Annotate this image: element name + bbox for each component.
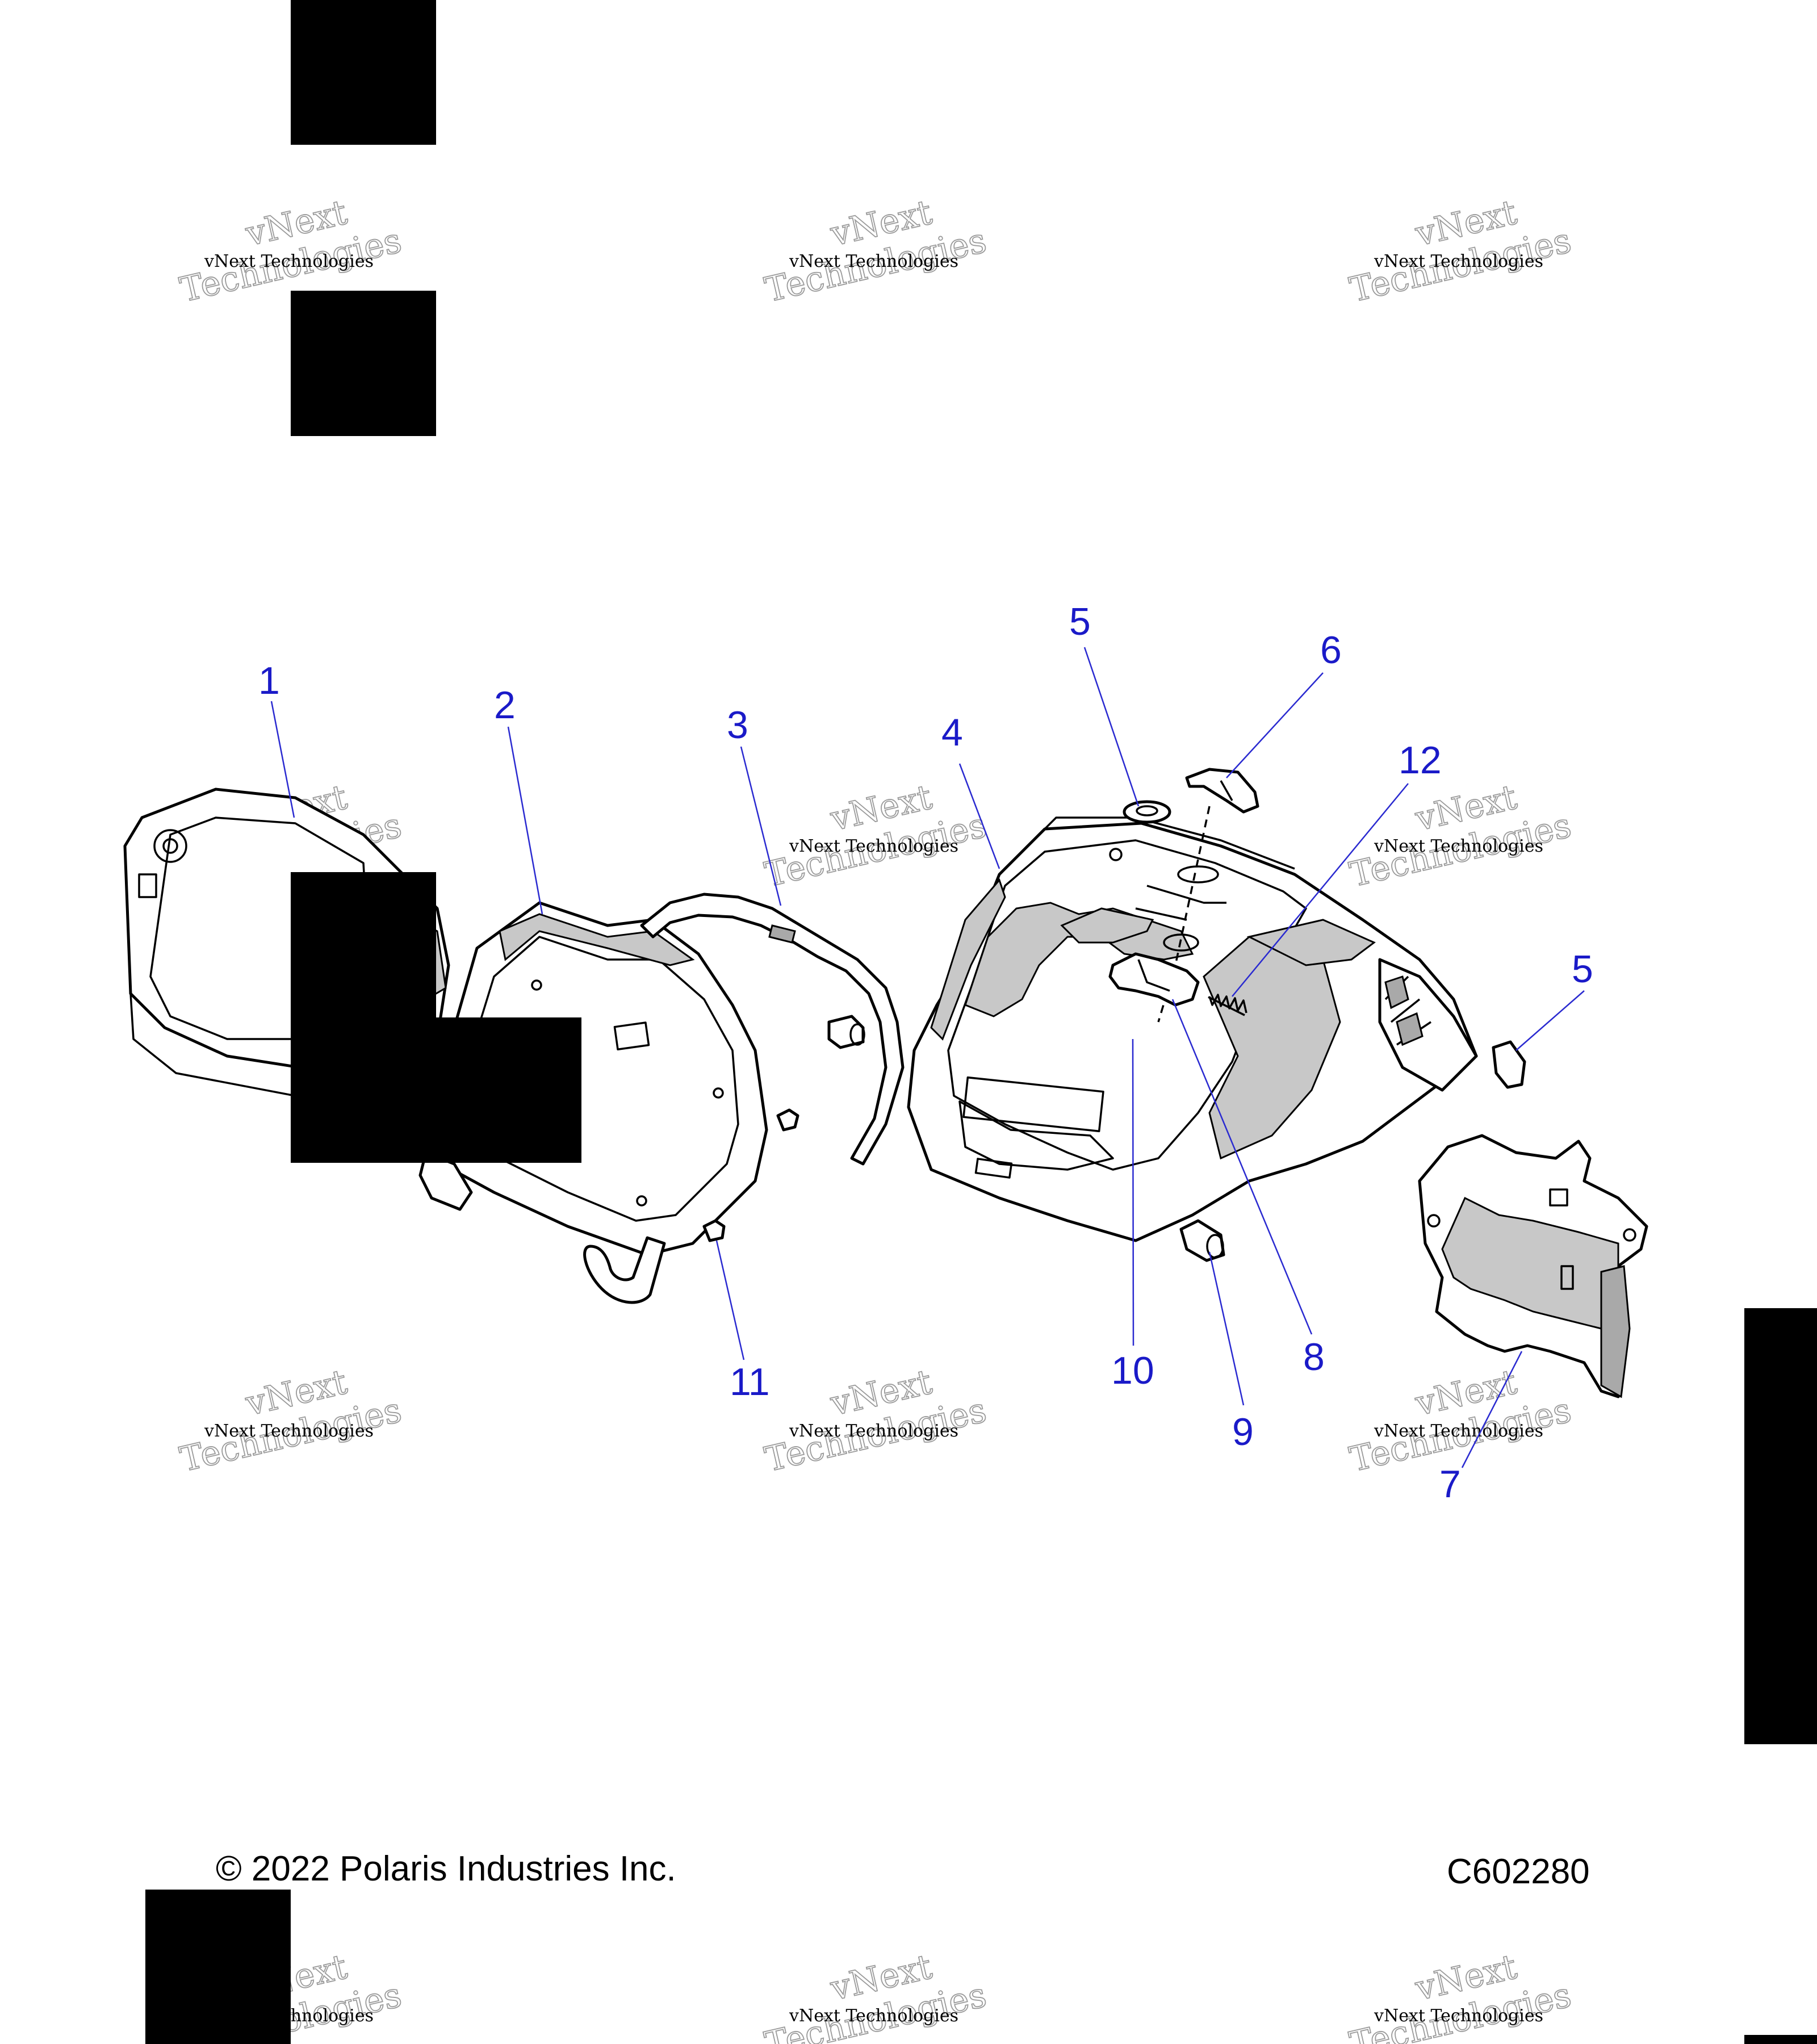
watermark-small: vNext Technologies: [1374, 836, 1543, 856]
callout-3: 3: [727, 703, 748, 747]
part-4-housing: [907, 816, 1478, 1242]
callout-12: 12: [1399, 739, 1442, 782]
callout-5-top: 5: [1069, 600, 1091, 643]
watermark-small: vNext Technologies: [789, 2006, 958, 2026]
callout-6: 6: [1320, 629, 1342, 672]
leader-lines: [270, 647, 1585, 1468]
callout-10: 10: [1111, 1349, 1154, 1392]
redaction-blocks: [145, 0, 1817, 2044]
watermark-small: vNext Technologies: [789, 252, 958, 271]
callout-9: 9: [1232, 1410, 1254, 1454]
watermark-small: vNext Technologies: [789, 836, 958, 856]
part-12-spring: [1208, 994, 1247, 1016]
callout-4: 4: [941, 711, 963, 754]
callout-7: 7: [1439, 1463, 1461, 1506]
watermark-small: vNext Technologies: [789, 1421, 958, 1441]
copyright-text: © 2022 Polaris Industries Inc.: [216, 1849, 676, 1888]
watermark-small: vNext Technologies: [1374, 2006, 1543, 2026]
part-5-grommets: [1123, 800, 1526, 1089]
callout-labels: 1 2 3 4 5 6 12 5 8 10 9 11 7: [258, 600, 1593, 1506]
watermark-small: vNext Technologies: [1374, 252, 1543, 271]
callout-8: 8: [1303, 1335, 1325, 1379]
part-7-cover: [1418, 1134, 1648, 1398]
watermark-small: vNext Technologies: [204, 252, 374, 271]
part-8-lever: [1108, 952, 1200, 1007]
callout-5-right: 5: [1572, 948, 1593, 991]
part-2-bezel: [418, 901, 768, 1304]
figure-code: C602280: [1447, 1852, 1590, 1891]
part-3-seal: [640, 893, 905, 1166]
callout-11: 11: [730, 1360, 770, 1404]
watermark-small: vNext Technologies: [204, 1421, 374, 1441]
callout-2: 2: [494, 684, 516, 727]
callout-1: 1: [258, 659, 280, 702]
watermark-small: vNext Technologies: [1374, 1421, 1543, 1441]
